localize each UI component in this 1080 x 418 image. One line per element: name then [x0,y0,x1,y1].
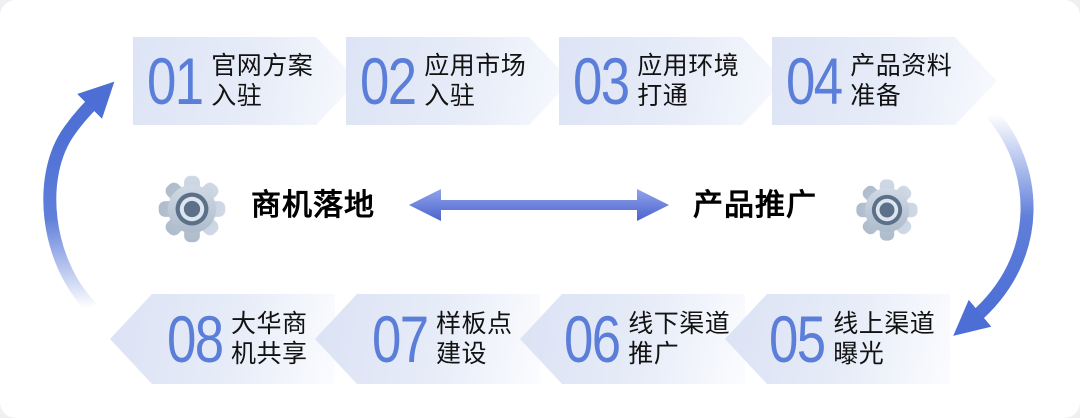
step-number: 01 [146,44,203,118]
center-label-business: 商机落地 [251,189,375,222]
step-number: 08 [166,302,223,376]
step-chevron-03: 03 应用环境 打通 [559,37,784,125]
step-number: 05 [768,302,826,376]
step-chevron-06: 06 线下渠道 推广 [520,294,745,384]
step-number: 06 [563,302,621,376]
step-chevron-05: 05 线上渠道 曝光 [725,294,950,384]
step-label: 大华商 机共享 [230,309,308,369]
step-label: 样板点 建设 [435,309,513,369]
step-number: 03 [572,44,629,118]
step-chevron-07: 07 样板点 建设 [315,294,540,384]
step-chevron-02: 02 应用市场 入驻 [346,37,571,125]
step-label: 应用市场 入驻 [424,51,527,110]
center-label-product: 产品推广 [693,189,817,222]
curved-arrow-up-icon [43,81,115,313]
step-number: 04 [785,44,842,118]
step-chevron-04: 04 产品资料 准备 [772,37,997,125]
step-label: 线下渠道 推广 [628,309,731,369]
step-label: 产品资料 准备 [850,51,953,110]
gear-icon [856,179,918,241]
double-headed-arrow-icon [409,189,669,221]
step-label: 应用环境 打通 [637,51,740,110]
gear-icon [158,175,226,243]
step-number: 02 [359,44,416,118]
step-chevron-01: 01 官网方案 入驻 [133,37,358,125]
curved-arrow-down-icon [953,109,1034,336]
step-label: 线上渠道 曝光 [833,309,936,369]
step-label: 官网方案 入驻 [211,51,314,110]
step-number: 07 [371,302,428,376]
step-chevron-08: 08 大华商 机共享 [110,294,335,384]
